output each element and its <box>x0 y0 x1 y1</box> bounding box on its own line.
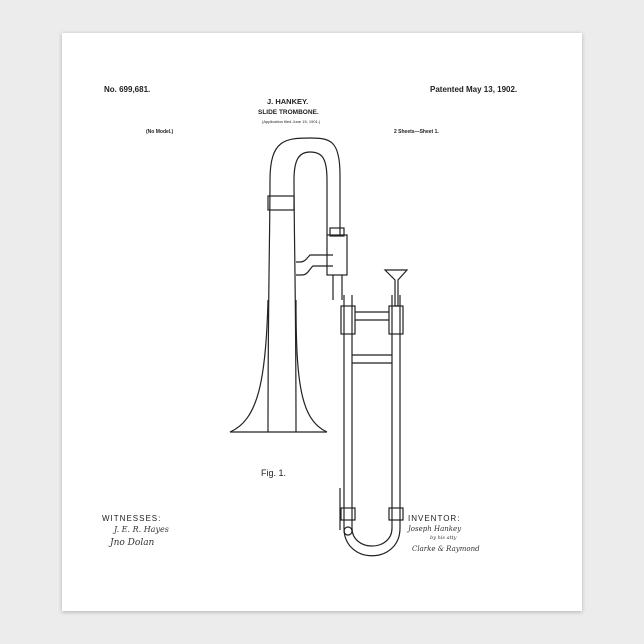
attorney-note: by his atty <box>430 535 456 541</box>
inventor-label: INVENTOR: <box>408 514 460 523</box>
invention-title: SLIDE TROMBONE. <box>258 109 319 116</box>
patent-date: Patented May 13, 1902. <box>430 85 517 94</box>
sheet-number: 2 Sheets—Sheet 1. <box>394 129 439 135</box>
patent-number: No. 699,681. <box>104 85 150 94</box>
application-date: (Application filed June 15, 1901.) <box>262 119 320 124</box>
witnesses-label: WITNESSES: <box>102 514 161 523</box>
inventor-signature: Joseph Hankey <box>408 525 461 533</box>
model-note: (No Model.) <box>146 129 173 135</box>
attorney-signature: Clarke & Raymond <box>412 545 480 553</box>
witness-signature: Jno Dolan <box>110 538 154 548</box>
inventor-name: J. HANKEY. <box>267 97 308 106</box>
witness-signature: J. E. R. Hayes <box>114 525 169 534</box>
patent-poster: No. 699,681. Patented May 13, 1902. J. H… <box>62 33 582 611</box>
figure-label: Fig. 1. <box>261 468 286 478</box>
